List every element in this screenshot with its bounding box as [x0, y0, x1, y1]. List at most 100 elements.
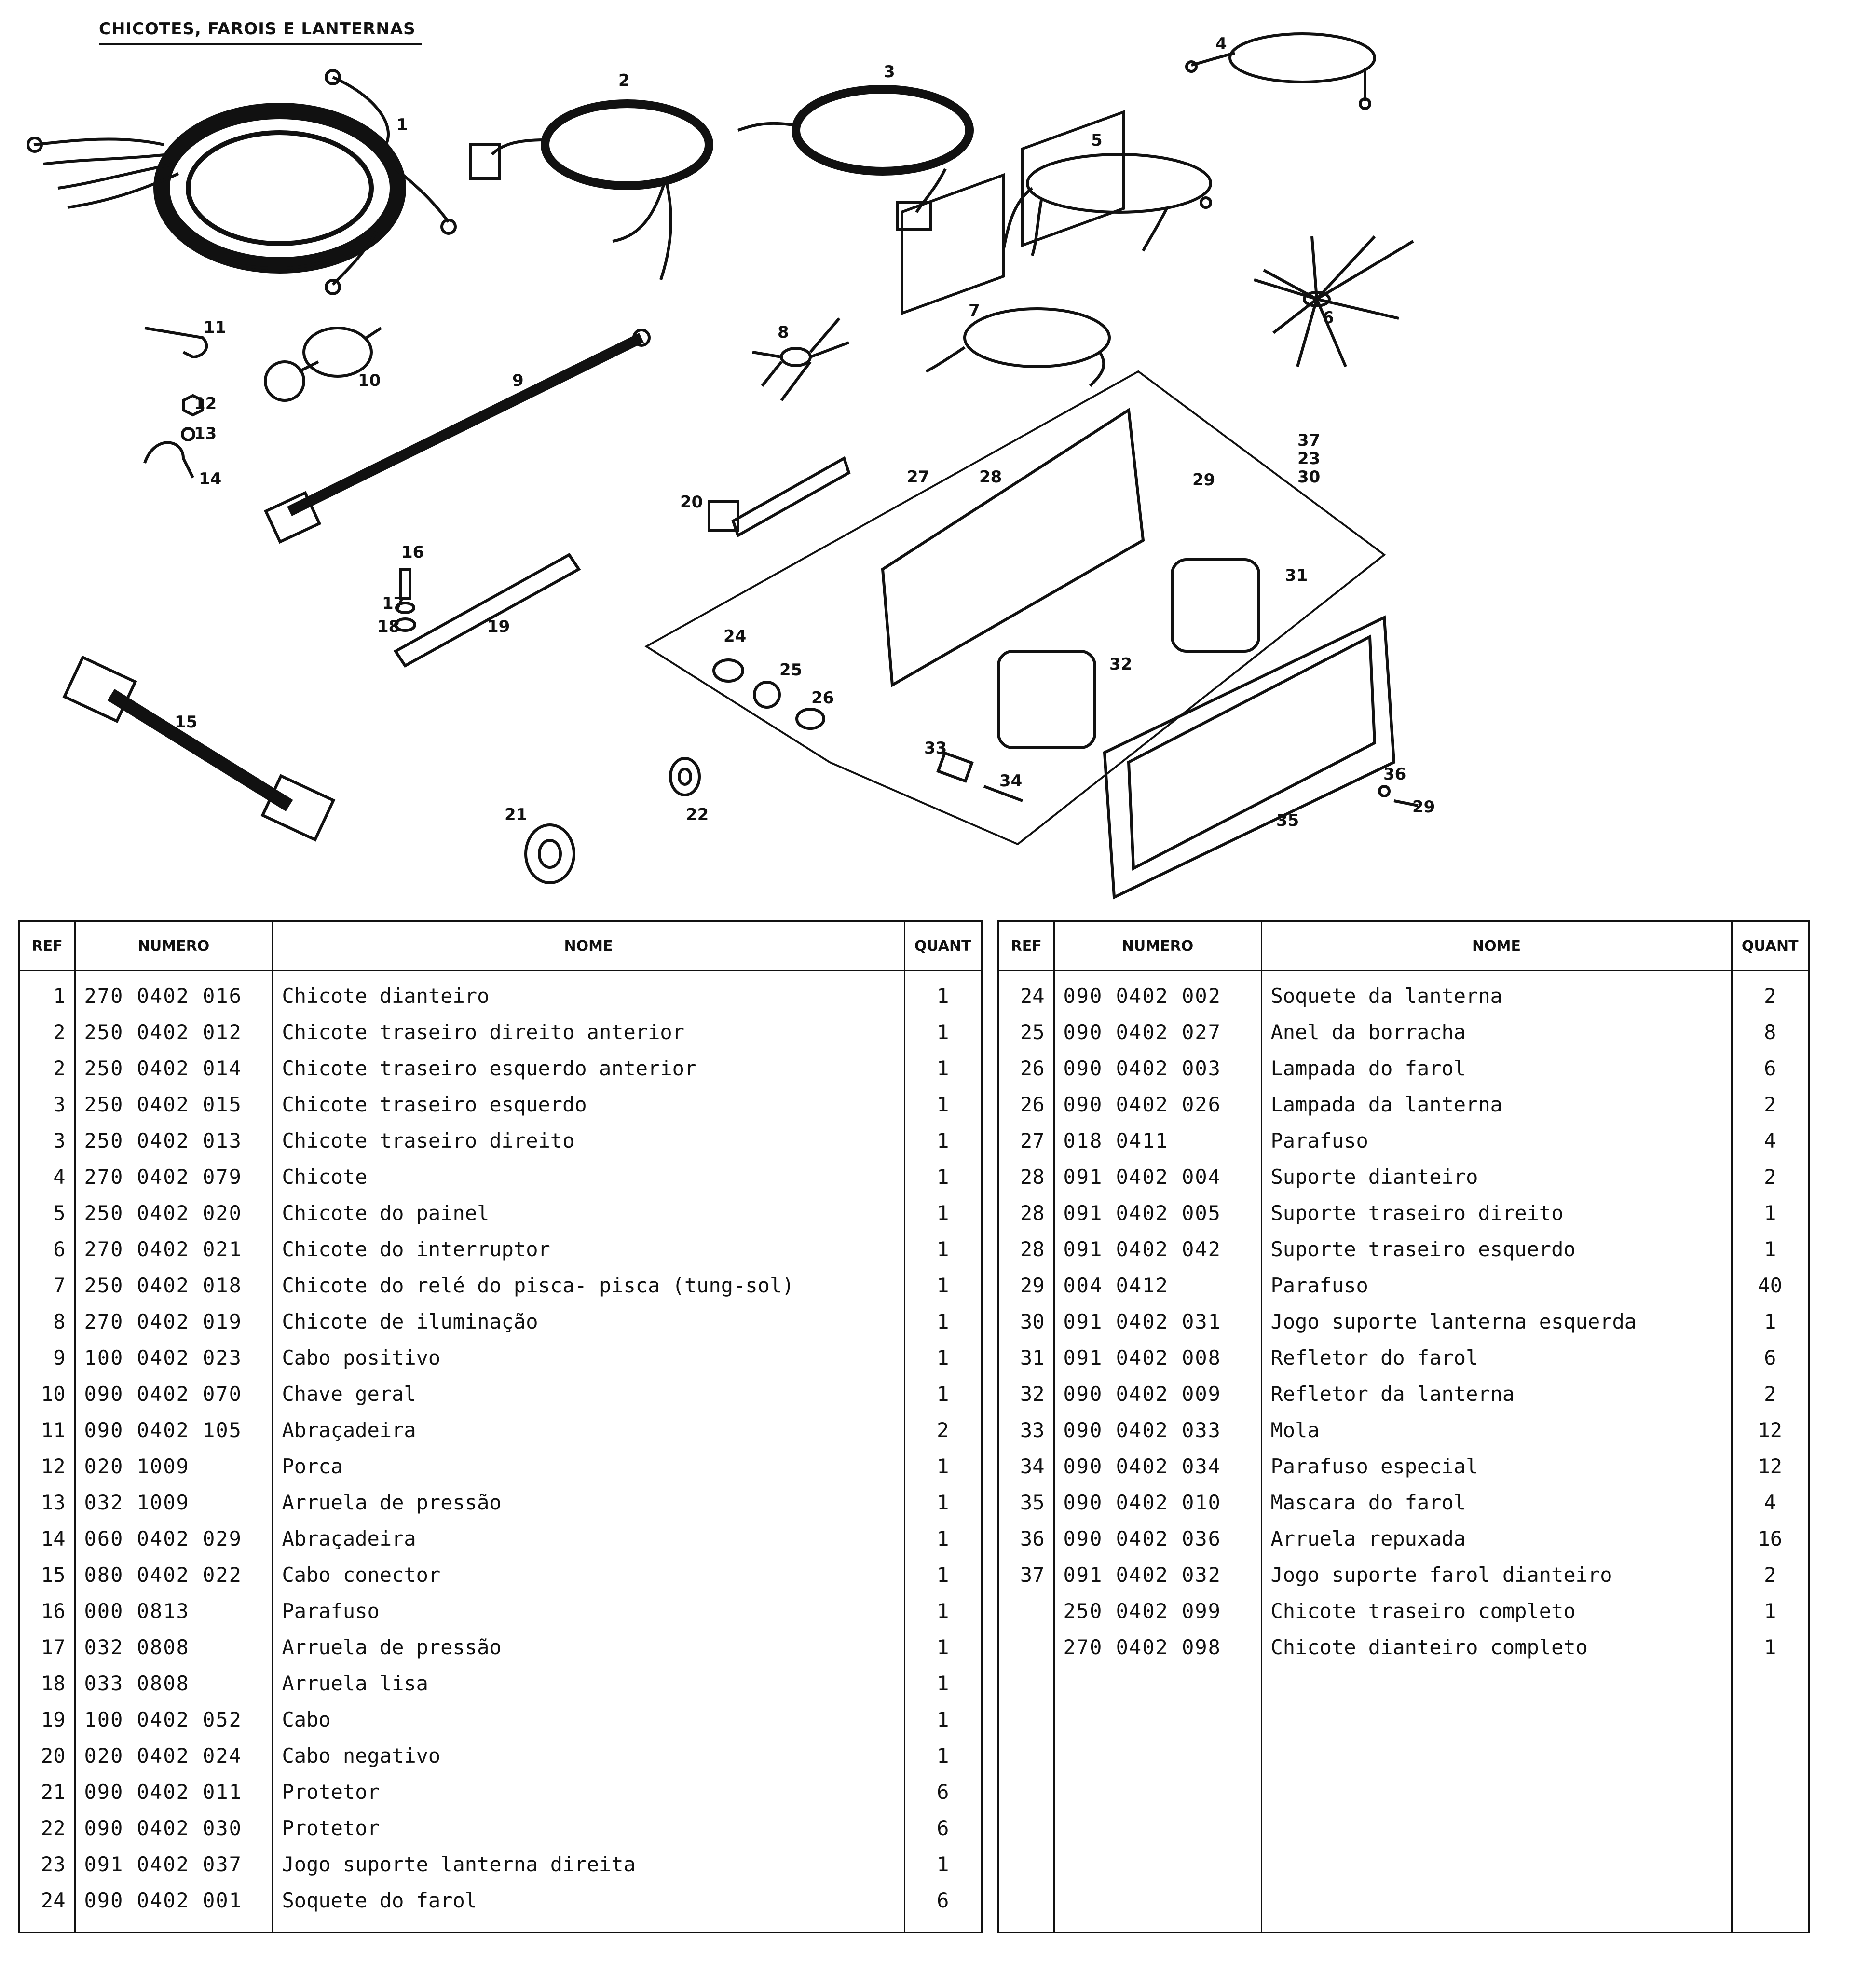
part-quantity: 6: [903, 1810, 983, 1846]
part-number: 090 0402 034: [1053, 1448, 1262, 1484]
part-number: 090 0402 027: [1053, 1014, 1262, 1050]
part-name: Jogo suporte farol dianteiro: [1260, 1557, 1733, 1593]
part-quantity: 1: [903, 1086, 983, 1123]
part-name: Cabo positivo: [272, 1340, 905, 1376]
part-name: Cabo negativo: [272, 1738, 905, 1774]
part-name: Jogo suporte lanterna esquerda: [1260, 1303, 1733, 1340]
part-ref: 29: [997, 1267, 1055, 1303]
harness-8-drawing: [752, 317, 850, 401]
part-quantity: 1: [903, 1557, 983, 1593]
part-name: Protetor: [272, 1810, 905, 1846]
part-ref: [997, 1593, 1055, 1629]
page-title: CHICOTES, FAROIS E LANTERNAS: [99, 19, 416, 39]
part-ref: 26: [997, 1050, 1055, 1086]
callout-24: 24: [723, 627, 746, 646]
table-filler-row: [18, 1919, 983, 1933]
callout-32: 32: [1109, 655, 1132, 674]
part-name: Chicote do interruptor: [272, 1231, 905, 1267]
callout-17: 17: [382, 594, 405, 613]
part-name: Protetor: [272, 1774, 905, 1810]
part-quantity: 1: [903, 1629, 983, 1665]
empty-cell: [997, 1665, 1055, 1933]
callout-labels: 1 2 3 4 5 6 7 8 9 10 11 12 13 14 15 16 1…: [175, 34, 1435, 830]
part-quantity: 1: [903, 1303, 983, 1340]
part-name: Chicote traseiro esquerdo: [272, 1086, 905, 1123]
part-quantity: 1: [903, 1340, 983, 1376]
part-number: 032 1009: [74, 1484, 273, 1521]
diagram-svg: 1 2 3 4 5 6 7 8 9 10 11 12 13 14 15 16 1…: [27, 32, 1435, 900]
part-number: 000 0813: [74, 1593, 273, 1629]
part-ref: 6: [18, 1231, 76, 1267]
col-header-nome: NOME: [1260, 920, 1733, 971]
part-name: Chicote do relé do pisca- pisca (tung-so…: [272, 1267, 905, 1303]
part-number: 100 0402 052: [74, 1701, 273, 1738]
callout-36: 36: [1383, 765, 1406, 784]
lamp-small-parts-drawing: [712, 658, 1419, 807]
part-ref: 33: [997, 1412, 1055, 1448]
callout-23: 23: [1297, 449, 1320, 468]
part-name: Chicote: [272, 1159, 905, 1195]
part-quantity: 1: [903, 1738, 983, 1774]
part-ref: 21: [18, 1774, 76, 1810]
callout-1: 1: [396, 115, 408, 135]
part-name: Chicote de iluminação: [272, 1303, 905, 1340]
part-number: 270 0402 019: [74, 1303, 273, 1340]
part-number: 270 0402 016: [74, 970, 273, 1014]
part-quantity: 1: [903, 1593, 983, 1629]
col-header-ref: REF: [997, 920, 1055, 971]
part-quantity: 6: [903, 1882, 983, 1919]
part-quantity: 2: [1731, 1159, 1810, 1195]
part-ref: 35: [997, 1484, 1055, 1521]
callout-28: 28: [979, 467, 1002, 487]
braided-cable-drawing: [393, 553, 581, 668]
part-quantity: 6: [1731, 1050, 1810, 1086]
part-quantity: 1: [903, 970, 983, 1014]
part-ref: 18: [18, 1665, 76, 1701]
part-quantity: 1: [903, 1376, 983, 1412]
part-number: 032 0808: [74, 1629, 273, 1665]
part-ref: 8: [18, 1303, 76, 1340]
part-name: Chave geral: [272, 1376, 905, 1412]
callout-27: 27: [907, 467, 929, 487]
part-number: 090 0402 036: [1053, 1521, 1262, 1557]
part-quantity: 1: [903, 1484, 983, 1521]
col-header-quant: QUANT: [903, 920, 983, 971]
part-ref: 24: [997, 970, 1055, 1014]
part-quantity: 2: [903, 1412, 983, 1448]
callout-5: 5: [1091, 131, 1103, 150]
harness-7-drawing: [925, 307, 1111, 387]
part-quantity: 6: [903, 1774, 983, 1810]
part-number: 090 0402 105: [74, 1412, 273, 1448]
callout-25: 25: [779, 660, 802, 680]
harness-4-drawing: [1185, 32, 1376, 110]
part-quantity: 1: [1731, 1303, 1810, 1340]
harness-6-drawing: [1254, 235, 1414, 368]
part-quantity: 1: [903, 1159, 983, 1195]
callout-14: 14: [199, 469, 221, 489]
empty-cell: [1731, 1665, 1810, 1933]
callout-3: 3: [884, 62, 895, 82]
part-name: Jogo suporte lanterna direita: [272, 1846, 905, 1882]
part-number: 091 0402 042: [1053, 1231, 1262, 1267]
part-ref: 34: [997, 1448, 1055, 1484]
col-header-ref: REF: [18, 920, 76, 971]
part-number: 018 0411: [1053, 1123, 1262, 1159]
part-number: 020 0402 024: [74, 1738, 273, 1774]
empty-cell: [74, 1919, 273, 1933]
part-name: Parafuso: [1260, 1123, 1733, 1159]
part-number: 091 0402 005: [1053, 1195, 1262, 1231]
callout-18: 18: [377, 617, 400, 636]
small-clamps-drawing: [143, 327, 208, 479]
